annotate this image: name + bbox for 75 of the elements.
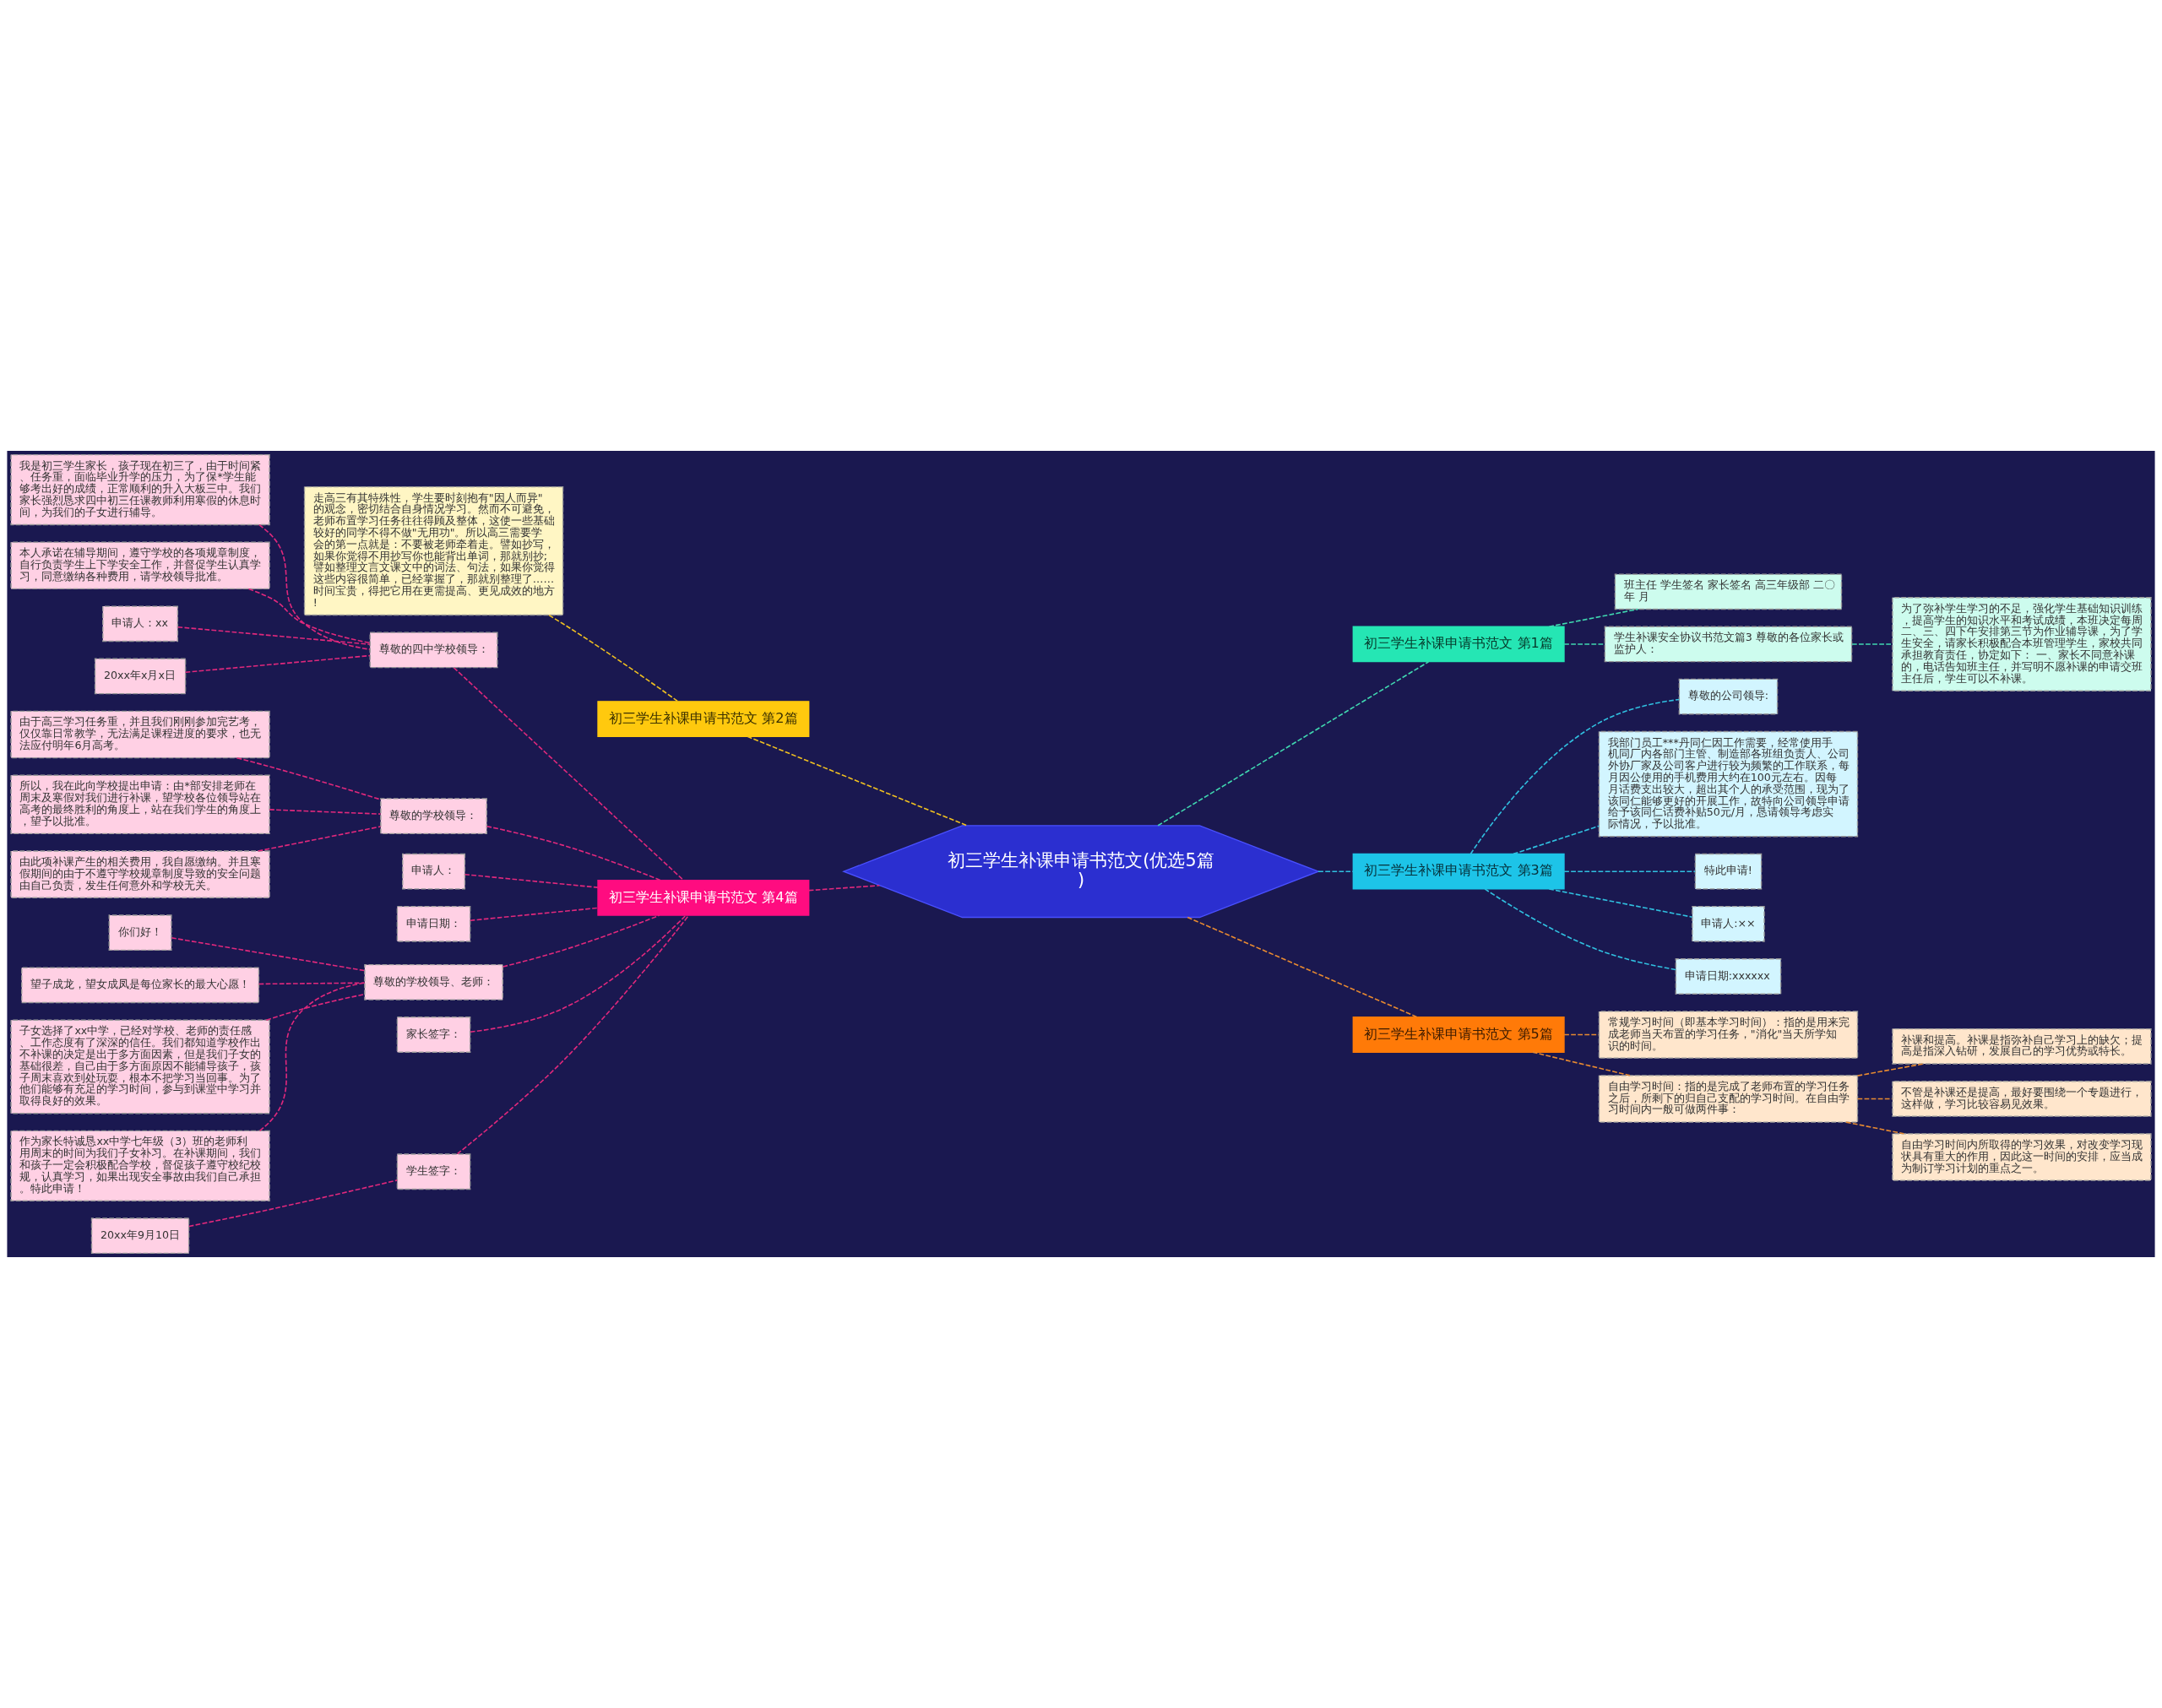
connector (265, 993, 366, 1021)
connector (1548, 888, 1693, 918)
node-box: 为了弥补学生学习的不足，强化学生基础知识训练，提高学生的知识水平和考试成绩，本班决定每周二、三、四下午安排第三节为作业辅导课，为了学生安全，请家长积极配合本班管理学生，家校共同承担教育责任，协定如下： 一、家长不同意补课的，电话告知班主任，并写明不愿补课的申请交班主任后，学生可以不补课。 (1892, 597, 2152, 691)
node-box: 家长签字： (396, 1017, 471, 1053)
connector (1484, 888, 1677, 971)
connector (464, 873, 599, 888)
connector (1513, 825, 1600, 855)
node-box: 望子成龙，望女成凤是每位家长的最大心愿！ (21, 967, 260, 1004)
node-box: 我部门员工***丹同仁因工作需要，经常使用手机同厂内各部门主管、制造部各班组负责人、公司外协厂家及公司客户进行较为频繁的工作联系，每月因公使用的手机费用大约在100元左右。因每月话费支出较大，超出其个人的承受范围，现为了该同仁能够更好的开展工作，故特向公司领导申请给予该同仁话费补贴50元/月，恳请领导考虑实际情况，予以批准。 (1598, 730, 1859, 838)
connector (502, 914, 660, 968)
node-box: 学生签字： (396, 1153, 471, 1190)
connector (470, 914, 687, 1033)
node-box: 20xx年x月x日 (94, 658, 187, 695)
node-box: 自由学习时间内所取得的学习效果，对改变学习现状具有重大的作用，因此这一时间的安排，应当成为制订学习计划的重点之一。 (1892, 1133, 2152, 1181)
connector (1856, 1063, 1925, 1076)
connector (257, 826, 382, 852)
connector (808, 885, 881, 892)
connector (456, 914, 690, 1155)
connector (453, 667, 684, 881)
node-box: 申请人:×× (1692, 905, 1765, 942)
connector (1532, 1051, 1631, 1076)
node-box: 特此申请! (1694, 853, 1763, 890)
connector (171, 937, 366, 972)
node-box: 作为家长特诚恳xx中学七年级（3）班的老师利用周末的时间为我们子女补习。在补课期间，我们和孩子一定会积极配合学校，督促孩子遵守校纪校规，认真学习，如果出现安全事故由我们自己承担。特此申请！ (10, 1130, 270, 1201)
node-box: 申请人：xx (102, 605, 179, 643)
node-box: 自由学习时间：指的是完成了老师布置的学习任务之后，所剩下的归自己支配的学习时间。在自由学习时间内一般可做两件事： (1598, 1075, 1859, 1123)
connector (1851, 643, 1893, 645)
node-box: 初三学生补课申请书范文 第2篇 (597, 701, 810, 737)
connector (258, 523, 371, 650)
connector (1563, 643, 1605, 645)
connector (247, 588, 371, 644)
connector (1563, 870, 1697, 872)
node-box: 由于高三学习任务重，并且我们刚刚参加完艺考，仅仅靠日常教学，无法满足课程进度的要求，也无法应付明年6月高考。 (10, 710, 270, 759)
node-box: 尊敬的四中学校领导： (369, 632, 498, 669)
node-box: 我是初三学生家长，孩子现在初三了，由于时间紧、任务重，面临毕业升学的压力，为了保*学生能够考出好的成绩，正常顺利的升入大板三中。我们家长强烈恳求四中初三任课教师利用寒假的休息时间，为我们的子女进行辅导。 (10, 453, 270, 526)
node-box: 尊敬的学校领导： (380, 798, 487, 835)
node-box: 你们好！ (108, 914, 172, 952)
node-box: 所以，我在此向学校提出申请：由*部安排老师在周末及寒假对我们进行补课，望学校各位领导站在高考的最终胜利的角度上，站在我们学生的角度上，望予以批准。 (10, 774, 270, 835)
connector (258, 982, 366, 1132)
node-box: 班主任 学生签名 家长签名 高三年级部 二〇年 月 (1614, 573, 1843, 610)
node-box: 学生补课安全协议书范文篇3 尊敬的各位家长或监护人： (1604, 626, 1853, 663)
connector (258, 982, 366, 985)
connector (188, 1179, 399, 1228)
connector (1548, 608, 1639, 627)
connector (1317, 870, 1354, 872)
node-box: 子女选择了xx中学，已经对学校、老师的责任感、工作态度有了深深的信任。我们都知道学校作出不补课的决定是出于多方面因素，但是我们子女的基础很差，自己由于多方面原因不能辅导孩子，孩子周末喜欢到处玩耍，根本不把学习当回事。为了他们能够有充足的学习时间，参与到课堂中学习并取得良好的效果。 (10, 1019, 270, 1114)
node-box: 尊敬的公司领导: (1678, 678, 1779, 715)
node-box: 初三学生补课申请书范文 第1篇 (1352, 626, 1565, 663)
connector (236, 756, 382, 800)
connector (269, 809, 382, 815)
connector (1845, 1121, 1905, 1135)
node-box: 申请日期： (396, 905, 471, 942)
node-box: 初三学生补课申请书范文 第4篇 (597, 879, 810, 916)
node-box: 补课和提高。补课是指弥补自己学习上的缺欠；提高是指深入钻研，发展自己的学习优势或特长。 (1892, 1028, 2152, 1065)
node-box: 申请日期:xxxxxx (1675, 958, 1782, 995)
connector (1157, 661, 1430, 827)
connector (548, 614, 679, 702)
node-box: 不管是补课还是提高，最好要围绕一个专题进行，这样做，学习比较容易见效果。 (1892, 1081, 2152, 1117)
node-box: 常规学习时间（即基本学习时间）：指的是用来完成老师当天布置的学习任务，"消化"当天所学知识的时间。 (1598, 1011, 1859, 1059)
node-box: 初三学生补课申请书范文 第5篇 (1352, 1017, 1565, 1053)
node-box: 本人承诺在辅导期间，遵守学校的各项规章制度，自行负责学生上下学安全工作，并督促学生认真学习，同意缴纳各种费用，请学校领导批准。 (10, 541, 270, 590)
node-box: 20xx年9月10日 (90, 1217, 190, 1255)
connector (470, 907, 599, 921)
connector (177, 626, 371, 645)
connector (486, 825, 661, 881)
connector (1187, 916, 1418, 1018)
connector (184, 654, 371, 674)
node-box: 由此项补课产生的相关费用，我自愿缴纳。并且寒假期间的由于不遵守学校规章制度导致的安全问题由自己负责，发生任何意外和学校无关。 (10, 850, 270, 898)
node-box: 走高三有其特殊性，学生要时刻抱有"因人而异"的观念，密切结合自身情况学习。然而不可避免，老师布置学习任务往往得顾及整体，这使一些基础较好的同学不得不做"无用功"。所以高三需要学会的第一点就是：不要被老师牵着走。譬如抄写，如果你觉得不用抄写你也能背出单词，那就别抄;譬如整理文言文课文中的词法、句法，如果你觉得这些内容很简单，已经掌握了，那就别整理了……时间宝贵，得把它用在更需提高、更见成效的地方! (303, 485, 564, 616)
connector (747, 735, 968, 827)
node-box: 初三学生补课申请书范文 第3篇 (1352, 853, 1565, 890)
node-box: 申请人： (402, 853, 466, 890)
connector (1469, 698, 1681, 855)
connector (1563, 1033, 1600, 1036)
node-box: 尊敬的学校领导、老师： (364, 964, 503, 1000)
